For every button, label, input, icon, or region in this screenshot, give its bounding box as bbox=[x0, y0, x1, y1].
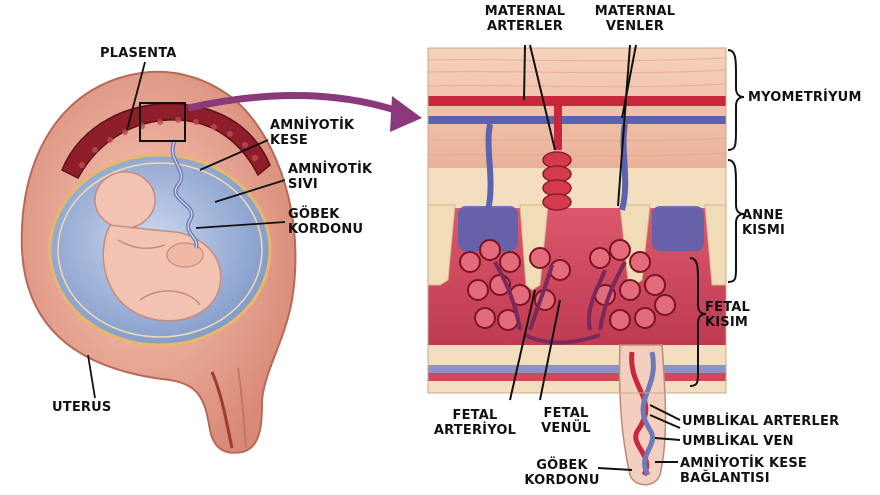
label-fetal-kisim: FETAL KISIM bbox=[705, 300, 750, 330]
label-uterus-text: UTERUS bbox=[52, 400, 111, 415]
label-gobek-kordonu-left-line2: KORDONU bbox=[288, 222, 363, 237]
label-fetal-arteriyol-line1: FETAL bbox=[432, 408, 518, 423]
label-umblikal-arterler-text: UMBLİKAL ARTERLER bbox=[682, 414, 839, 429]
label-amniyotik-kese-line2: KESE bbox=[270, 133, 354, 148]
label-myometriyum-text: MYOMETRİYUM bbox=[748, 90, 862, 105]
label-anne-kismi-line1: ANNE bbox=[742, 208, 785, 223]
label-maternal-venler-line1: MATERNAL bbox=[583, 4, 687, 19]
label-umblikal-ven: UMBLİKAL VEN bbox=[682, 434, 794, 449]
label-amniyotik-kese: AMNİYOTİK KESE bbox=[270, 118, 354, 148]
label-amniyotik-sivi-line2: SIVI bbox=[288, 177, 372, 192]
label-amniyotik-kese-baglantisi-line2: BAĞLANTISI bbox=[680, 471, 807, 486]
label-fetal-venul: FETAL VENÜL bbox=[536, 406, 596, 436]
label-amniyotik-kese-line1: AMNİYOTİK bbox=[270, 118, 354, 133]
label-fetal-kisim-line2: KISIM bbox=[705, 315, 750, 330]
label-fetal-kisim-line1: FETAL bbox=[705, 300, 750, 315]
label-umblikal-ven-text: UMBLİKAL VEN bbox=[682, 434, 794, 449]
label-fetal-venul-line2: VENÜL bbox=[536, 421, 596, 436]
label-maternal-arterler-line1: MATERNAL bbox=[470, 4, 580, 19]
label-maternal-venler: MATERNAL VENLER bbox=[583, 4, 687, 34]
label-amniyotik-sivi: AMNİYOTİK SIVI bbox=[288, 162, 372, 192]
umbilical-cord-right bbox=[619, 345, 665, 485]
label-gobek-kordonu-left: GÖBEK KORDONU bbox=[288, 207, 363, 237]
label-gobek-kordonu-left-line1: GÖBEK bbox=[288, 207, 363, 222]
label-maternal-venler-line2: VENLER bbox=[583, 19, 687, 34]
label-myometriyum: MYOMETRİYUM bbox=[748, 90, 862, 105]
label-anne-kismi-line2: KISMI bbox=[742, 223, 785, 238]
label-amniyotik-kese-baglantisi-line1: AMNİYOTİK KESE bbox=[680, 456, 807, 471]
label-maternal-arterler-line2: ARTERLER bbox=[470, 19, 580, 34]
label-umblikal-arterler: UMBLİKAL ARTERLER bbox=[682, 414, 839, 429]
label-amniyotik-sivi-line1: AMNİYOTİK bbox=[288, 162, 372, 177]
label-gobek-kordonu-right: GÖBEK KORDONU bbox=[524, 458, 600, 488]
label-uterus: UTERUS bbox=[52, 400, 111, 415]
label-gobek-kordonu-right-line1: GÖBEK bbox=[524, 458, 600, 473]
label-fetal-arteriyol-line2: ARTERİYOL bbox=[432, 423, 518, 438]
label-amniyotik-kese-baglantisi: AMNİYOTİK KESE BAĞLANTISI bbox=[680, 456, 807, 486]
label-gobek-kordonu-right-line2: KORDONU bbox=[524, 473, 600, 488]
label-fetal-arteriyol: FETAL ARTERİYOL bbox=[432, 408, 518, 438]
label-anne-kismi: ANNE KISMI bbox=[742, 208, 785, 238]
label-fetal-venul-line1: FETAL bbox=[536, 406, 596, 421]
label-plasenta: PLASENTA bbox=[100, 46, 177, 61]
label-plasenta-text: PLASENTA bbox=[100, 46, 177, 61]
label-maternal-arterler: MATERNAL ARTERLER bbox=[470, 4, 580, 34]
uterus-illustration bbox=[22, 72, 422, 453]
